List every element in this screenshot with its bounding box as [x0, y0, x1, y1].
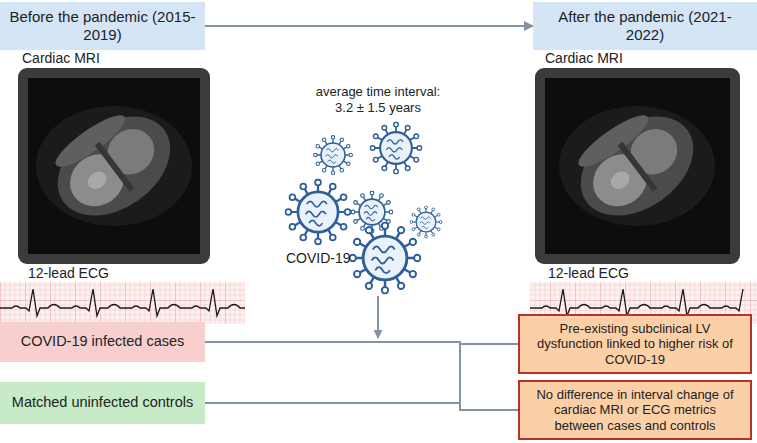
- modality-label: Cardiac MRI: [545, 50, 665, 67]
- modality-label: 12-lead ECG: [548, 265, 668, 282]
- box-text: COVID-19 infected cases: [21, 333, 185, 350]
- infection-arrow: [377, 296, 379, 338]
- group-box: COVID-19 infected cases: [0, 322, 205, 362]
- group-box: Matched uninfected controls: [0, 382, 205, 424]
- virus-label: COVID-19: [286, 250, 366, 267]
- modality-label: Cardiac MRI: [22, 50, 142, 67]
- mri-monitor: [18, 68, 210, 264]
- virus-cluster: [286, 122, 443, 293]
- box-text: Matched uninfected controls: [12, 394, 193, 411]
- mri-monitor: [535, 68, 740, 264]
- bracket-connector: [205, 342, 518, 410]
- bracket-connector: [205, 403, 518, 410]
- box-text: Pre-existing subclinical LV dysfunction …: [528, 321, 742, 367]
- interval-note: average time interval: 3.2 ± 1.5 years: [310, 84, 446, 115]
- bracket-connector: [205, 344, 518, 403]
- finding-box: Pre-existing subclinical LV dysfunction …: [518, 314, 752, 374]
- box-text: No difference in interval change of card…: [528, 387, 742, 433]
- ecg-strip: [0, 282, 245, 324]
- finding-box: No difference in interval change of card…: [518, 380, 752, 440]
- modality-label: 12-lead ECG: [28, 265, 148, 282]
- box-text: Before the pandemic (2015-2019): [8, 8, 197, 43]
- period-box: After the pandemic (2021-2022): [533, 2, 757, 50]
- period-box: Before the pandemic (2015-2019): [0, 2, 205, 50]
- box-text: After the pandemic (2021-2022): [541, 8, 749, 43]
- timeline-arrow: [205, 25, 533, 27]
